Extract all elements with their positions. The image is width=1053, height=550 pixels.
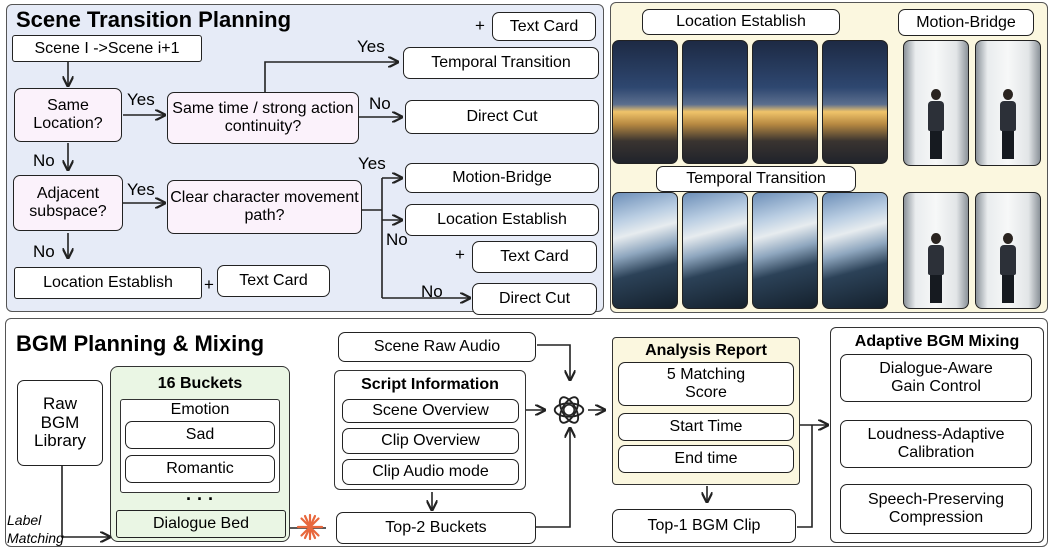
- photo-night-building-3: [752, 40, 818, 164]
- plus-top: +: [475, 16, 485, 35]
- openai-logo-icon: [553, 396, 585, 424]
- sparkle-star-icon: [296, 513, 324, 541]
- bucket-sad: Sad: [125, 421, 275, 449]
- label-motion-bridge: Motion-Bridge: [898, 9, 1034, 36]
- label-location-establish: Location Establish: [642, 9, 840, 35]
- temporal-transition-node: Temporal Transition: [403, 47, 599, 79]
- decision-clear-path: Clear character movement path?: [167, 180, 362, 234]
- person-figure: [928, 89, 944, 159]
- plus-bottom: +: [204, 275, 214, 294]
- matching-score: 5 Matching Score: [618, 362, 794, 406]
- emotion-label: Emotion: [170, 401, 230, 418]
- decision-adjacent-subspace: Adjacent subspace?: [13, 175, 123, 231]
- label-no-same-location: No: [33, 151, 55, 170]
- photo-skyline-2: [682, 192, 748, 309]
- label-no-direct-cut-2: No: [421, 282, 443, 301]
- plus-mid: +: [455, 245, 465, 264]
- top-1-bgm-clip: Top-1 BGM Clip: [612, 509, 796, 543]
- photo-hallway-3: [903, 192, 969, 309]
- location-establish-node-1: Location Establish: [405, 204, 599, 236]
- label-yes-temporal: Yes: [357, 37, 385, 56]
- label-no-adjacent: No: [33, 242, 55, 261]
- buckets-title: 16 Buckets: [157, 375, 243, 392]
- analysis-report-title: Analysis Report: [645, 342, 767, 359]
- top-2-buckets: Top-2 Buckets: [336, 512, 536, 544]
- person-figure: [928, 233, 944, 303]
- photo-skyline-3: [752, 192, 818, 309]
- direct-cut-node-1: Direct Cut: [405, 100, 599, 134]
- text-card-node-mid: Text Card: [472, 241, 597, 273]
- start-time: Start Time: [618, 413, 794, 441]
- clip-audio-mode: Clip Audio mode: [342, 459, 519, 485]
- photo-night-building-2: [682, 40, 748, 164]
- clip-overview: Clip Overview: [342, 428, 519, 454]
- photo-hallway-1: [903, 40, 969, 166]
- text-card-node-bottom: Text Card: [217, 265, 330, 297]
- label-matching-text: Label Matching: [7, 512, 64, 546]
- scene-raw-audio: Scene Raw Audio: [338, 332, 536, 362]
- label-yes-motion-bridge: Yes: [358, 154, 386, 173]
- speech-preserving-compression: Speech-Preserving Compression: [840, 484, 1032, 534]
- script-information-title: Script Information: [361, 376, 499, 393]
- person-figure: [1000, 89, 1016, 159]
- photo-skyline-4: [822, 192, 888, 309]
- photo-hallway-4: [975, 192, 1041, 309]
- label-no-direct-cut: No: [369, 94, 391, 113]
- decision-same-time: Same time / strong action continuity?: [167, 92, 359, 144]
- photo-hallway-2: [975, 40, 1041, 166]
- bucket-dialogue-bed: Dialogue Bed: [116, 510, 286, 538]
- photo-skyline-1: [612, 192, 678, 309]
- end-time: End time: [618, 445, 794, 473]
- bgm-panel-title: BGM Planning & Mixing: [16, 331, 265, 356]
- photo-night-building-4: [822, 40, 888, 164]
- adaptive-mixing-title: Adaptive BGM Mixing: [854, 333, 1020, 350]
- text-card-node-top: Text Card: [492, 12, 596, 41]
- label-yes-same-location: Yes: [127, 90, 155, 109]
- scene-panel-title: Scene Transition Planning: [16, 7, 292, 32]
- person-figure: [1000, 233, 1016, 303]
- label-no-location-establish: No: [386, 230, 408, 249]
- raw-bgm-library: Raw BGM Library: [17, 380, 103, 466]
- buckets-ellipsis: · · ·: [186, 489, 214, 509]
- scene-overview: Scene Overview: [342, 399, 519, 423]
- label-yes-adjacent: Yes: [127, 180, 155, 199]
- dialogue-aware-gain: Dialogue-Aware Gain Control: [840, 354, 1032, 402]
- photo-night-building-1: [612, 40, 678, 164]
- direct-cut-node-2: Direct Cut: [472, 283, 597, 315]
- start-node: Scene I ->Scene i+1: [12, 35, 202, 62]
- motion-bridge-node: Motion-Bridge: [405, 163, 599, 193]
- loudness-adaptive-calibration: Loudness-Adaptive Calibration: [840, 420, 1032, 468]
- location-establish-node-2: Location Establish: [14, 267, 202, 299]
- bucket-romantic: Romantic: [125, 455, 275, 483]
- label-temporal-transition: Temporal Transition: [656, 166, 856, 192]
- decision-same-location: Same Location?: [14, 88, 122, 142]
